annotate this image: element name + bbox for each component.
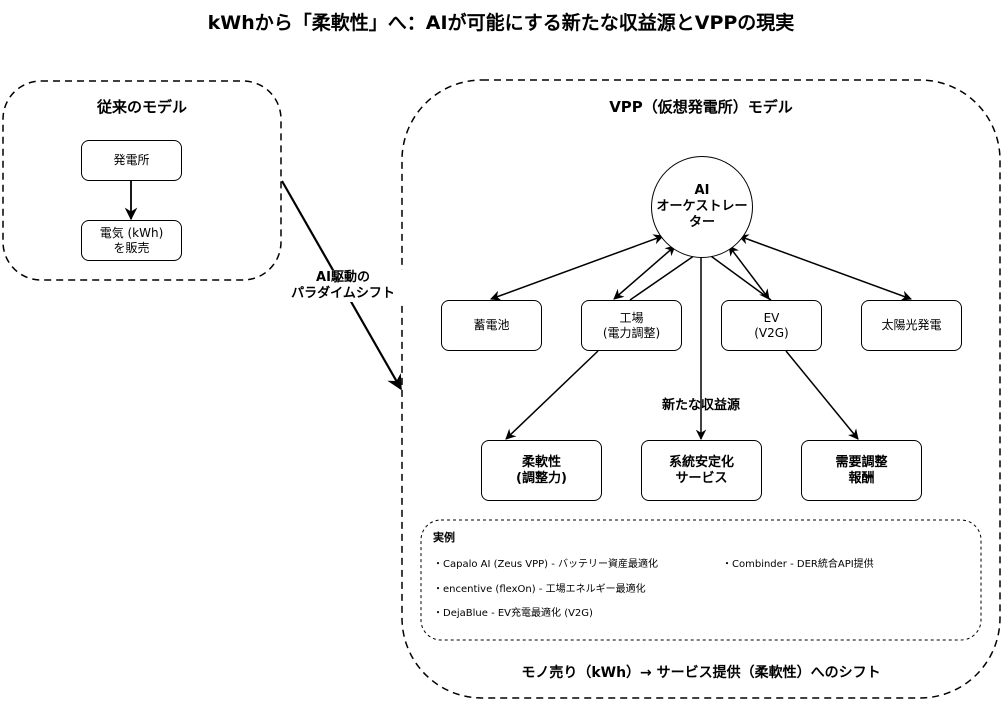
example-item: ・encentive (flexOn) - 工場エネルギー最適化 [433,584,646,595]
example-item: ・DejaBlue - EV充電最適化 (V2G) [433,608,593,619]
demand-response-node[interactable]: 需要調整 報酬 [801,440,922,501]
examples-group [420,519,982,641]
grid-stabilization-node[interactable]: 系統安定化 サービス [641,440,762,501]
shift-summary-footer: モノ売り（kWh）→ サービス提供（柔軟性）へのシフト [521,665,881,681]
sell-electricity-node[interactable]: 電気 (kWh) を販売 [81,220,182,261]
example-item: ・Combinder - DER統合API提供 [722,559,874,570]
orchestrator-battery-link [490,234,664,301]
vpp-model-label: VPP（仮想発電所）モデル [609,98,793,116]
traditional-model-group [2,80,282,281]
paradigm-shift-label: AI駆動の パラダイムシフト [283,270,403,302]
ev-to-demand-response-arrow [785,350,859,440]
orchestrator-solar-link [738,234,912,301]
vpp-model-group [401,79,1001,699]
orchestrator-factory-link [613,245,676,300]
traditional-model-label: 従来のモデル [96,98,187,116]
ai-orchestrator-node[interactable]: AI オーケストレー ター [651,156,753,258]
battery-node[interactable]: 蓄電池 [441,300,542,351]
new-revenue-label: 新たな収益源 [661,398,740,413]
power-plant-node[interactable]: 発電所 [81,140,182,181]
page-title: kWhから「柔軟性」へ：AIが可能にする新たな収益源とVPPの現実 [207,12,795,34]
factory-feed-line [629,250,702,301]
ev-node[interactable]: EV (V2G) [721,300,822,351]
flexibility-node[interactable]: 柔軟性 (調整力) [481,440,602,501]
solar-node[interactable]: 太陽光発電 [861,300,962,351]
orchestrator-ev-link [728,245,770,300]
factory-node[interactable]: 工場 (電力調整) [581,300,682,351]
example-item: ・Capalo AI (Zeus VPP) - バッテリー資産最適化 [433,559,659,570]
examples-title: 実例 [433,531,455,544]
factory-to-flexibility-arrow [505,350,599,440]
